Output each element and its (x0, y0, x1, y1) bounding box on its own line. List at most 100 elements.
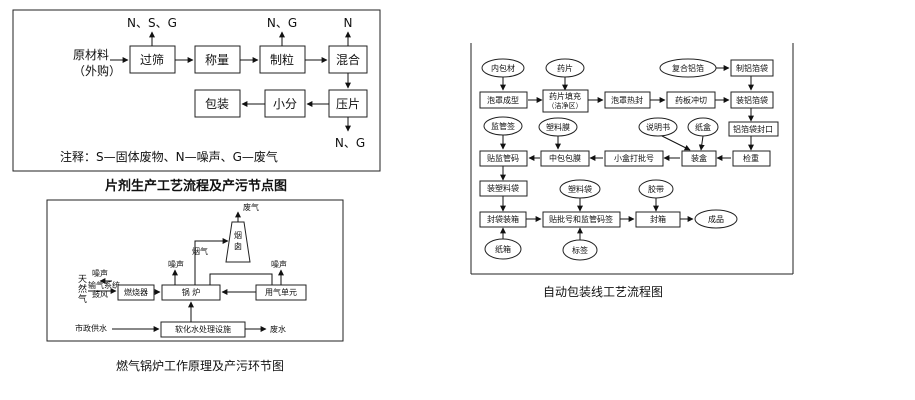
box-batch-print-label: 小盒打批号 (614, 153, 654, 163)
oval-small-box (687, 117, 719, 137)
tablet-frame (12, 9, 381, 172)
node-weigh-label: 称量 (205, 53, 229, 67)
box-plastic-bag-pack-label: 装塑料袋 (487, 183, 519, 193)
box-middle-wrap (540, 150, 590, 167)
node-boiler-label: 锅 炉 (182, 287, 201, 297)
oval-inner-material (481, 58, 525, 78)
raw-material-sub: （外购） (73, 63, 121, 78)
box-batch-label-label: 贴批号和监管码签 (549, 214, 613, 224)
box-batch-label (542, 211, 621, 228)
flow-arrow (661, 135, 691, 151)
emission-granulate: N、G (267, 16, 297, 30)
node-press-label: 压片 (336, 97, 360, 111)
label-blower: 鼓风 (92, 289, 108, 299)
oval-inner-material-label: 内包材 (491, 63, 515, 73)
oval-plastic-film-label: 塑料膜 (546, 122, 570, 132)
oval-composite-foil-label: 复合铝箔 (672, 63, 704, 73)
oval-plastic-film (538, 117, 578, 137)
return-line (209, 273, 273, 286)
chimney-label: 囱 (234, 241, 242, 251)
box-seal-box (635, 211, 681, 228)
node-softener-label: 软化水处理设施 (175, 324, 231, 334)
box-load-bag-label: 装铝箔袋 (736, 95, 768, 105)
boiler-diagram: 天 然 气 噪声 输气系统 鼓风 燃烧器 锅 炉 噪声 烟气 烟 囱 废气 用气… (46, 199, 344, 342)
oval-label (562, 239, 598, 261)
box-plastic-bag-pack (479, 180, 528, 197)
box-blister-form-label: 泡罩成型 (487, 95, 519, 105)
label-natural-gas: 天 (78, 275, 87, 285)
box-fill-sublabel: （洁净区） (548, 101, 583, 110)
box-heat-seal-label: 泡罩热封 (611, 95, 643, 105)
raw-material-label: 原材料 (73, 48, 109, 62)
box-heat-seal (604, 91, 651, 109)
box-inspect (732, 150, 771, 167)
box-make-foil-bag (730, 59, 774, 77)
box-batch-print (604, 150, 664, 167)
box-carton (479, 211, 527, 228)
label-gas-system: 输气系统 (88, 280, 120, 290)
node-subdivide-label: 小分 (273, 97, 297, 111)
oval-paper-box (484, 238, 522, 260)
boiler-title: 燃气锅炉工作原理及产污环节图 (116, 358, 284, 373)
oval-tape-label: 胶带 (648, 184, 664, 194)
label-natural-gas: 然 (78, 283, 87, 295)
emission-mix: N (344, 16, 353, 30)
tablet-note: 注释：S—固体废物、N—噪声、G—废气 (60, 149, 278, 164)
label-city-water: 市政供水 (75, 323, 107, 333)
box-seal-box-label: 封箱 (650, 214, 666, 224)
label-flue-gas: 烟气 (192, 246, 208, 256)
flue-arrow (194, 238, 229, 285)
oval-composite-foil (659, 58, 717, 78)
box-boxing (681, 150, 717, 167)
oval-supervise-tag-label: 监管签 (491, 121, 515, 131)
box-foil-seal-label: 铝箔袋封口 (733, 124, 773, 134)
box-foil-seal (728, 121, 779, 137)
node-burner-label: 燃烧器 (124, 287, 148, 297)
oval-label-label: 标签 (572, 245, 588, 255)
label-natural-gas: 气 (78, 293, 87, 305)
oval-bag-top (559, 179, 601, 199)
oval-manual-label: 说明书 (646, 122, 670, 132)
node-sieve-label: 过筛 (140, 52, 164, 67)
node-sieve (129, 45, 176, 74)
box-punch (666, 91, 716, 109)
label-noise-1: 噪声 (92, 268, 108, 278)
emission-press: N、G (335, 136, 365, 150)
oval-paper-box-label: 纸箱 (495, 244, 511, 254)
node-steam-unit-label: 用气单元 (265, 287, 297, 297)
node-package-label: 包装 (205, 97, 229, 111)
oval-manual (638, 117, 678, 137)
box-load-bag (730, 91, 774, 109)
oval-supervise-tag (483, 116, 523, 136)
node-granulate-label: 制粒 (270, 52, 294, 67)
packaging-diagram: 内包材 药片 复合铝箔 监管签 塑料膜 说明书 纸盒 塑料袋 胶带 成品 纸箱 … (470, 43, 794, 275)
box-punch-label: 药板冲切 (675, 95, 707, 105)
box-middle-wrap-label: 中包包膜 (549, 153, 581, 163)
tablet-title: 片剂生产工艺流程及产污节点图 (105, 178, 287, 194)
chimney (225, 221, 251, 263)
box-label-code-label: 贴监管码 (487, 153, 519, 163)
box-inspect-label: 检重 (743, 153, 759, 163)
box-fill-label: 药片填充 (549, 91, 581, 101)
oval-product (694, 209, 738, 229)
oval-small-box-label: 纸盒 (695, 122, 711, 132)
label-noise-3: 噪声 (271, 259, 287, 269)
node-press (328, 89, 368, 118)
boiler-frame (46, 199, 344, 342)
node-package (194, 89, 241, 118)
box-blister-form (479, 91, 528, 109)
box-label-code (479, 150, 528, 167)
packaging-title: 自动包装线工艺流程图 (543, 284, 663, 299)
oval-tablet-label: 药片 (557, 63, 573, 73)
box-fill (542, 89, 589, 113)
oval-tape (638, 179, 674, 199)
oval-tablet (545, 58, 585, 78)
box-boxing-label: 装盒 (691, 153, 707, 163)
oval-product-label: 成品 (708, 214, 724, 224)
node-boiler (161, 284, 221, 301)
node-subdivide (264, 89, 306, 118)
box-make-foil-bag-label: 制铝箔袋 (736, 63, 768, 73)
oval-bag-top-label: 塑料袋 (568, 184, 592, 194)
tablet-diagram: 原材料 （外购） 过筛 称量 制粒 混合 压片 小分 包装 N、S、G N、G … (12, 9, 381, 172)
